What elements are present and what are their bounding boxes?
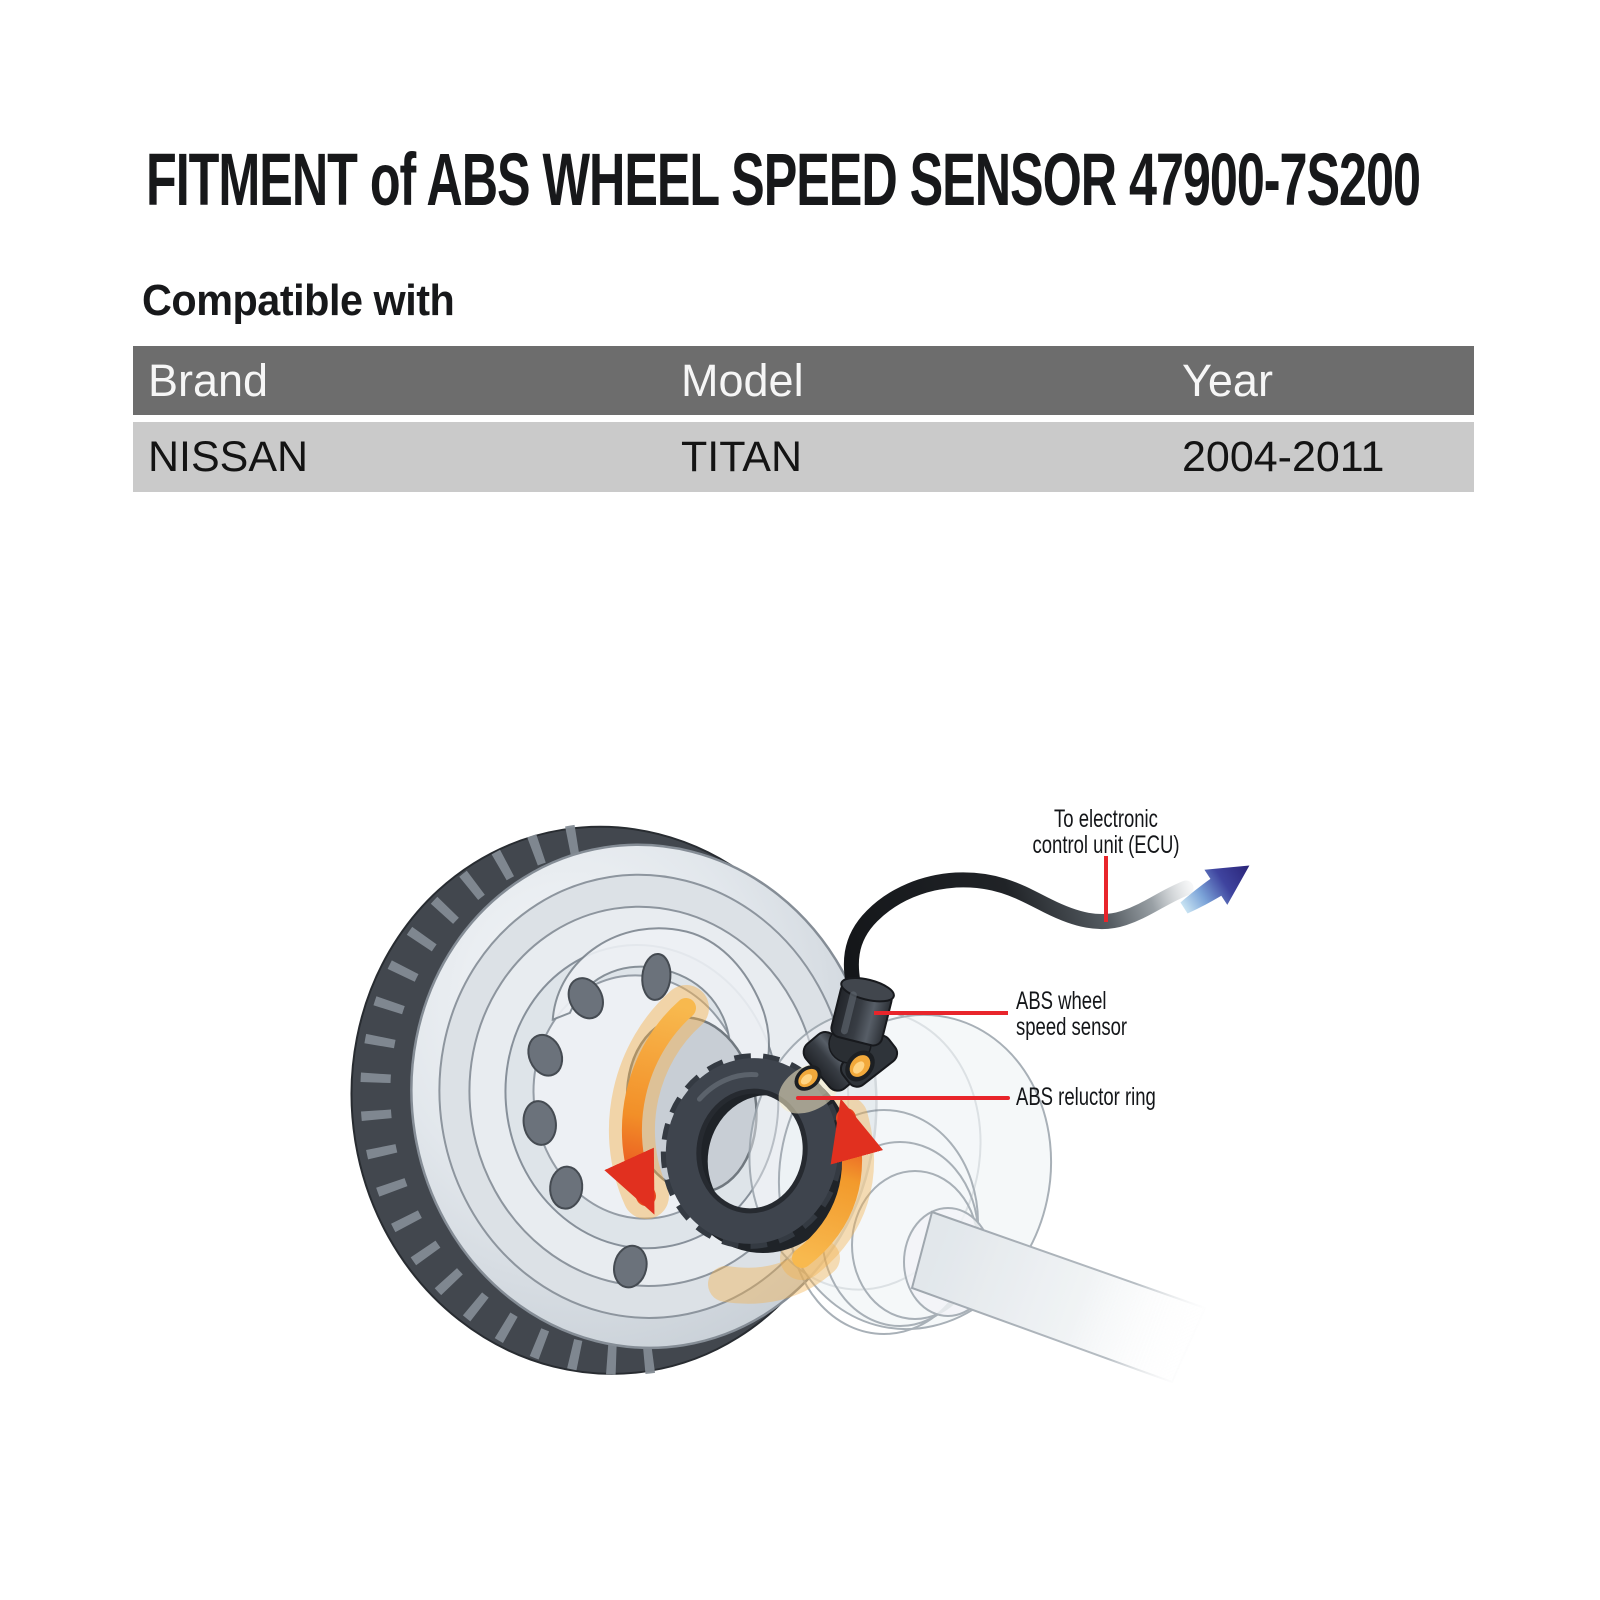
cell-year: 2004-2011 xyxy=(1182,433,1385,481)
table-row: NISSAN TITAN 2004-2011 xyxy=(133,422,1474,492)
cell-model: TITAN xyxy=(681,433,803,481)
bolt-hole xyxy=(549,1165,584,1210)
rotation-glow-bottom xyxy=(708,1240,840,1304)
reluctor-callout: ABS reluctor ring xyxy=(1016,1083,1156,1111)
ecu-direction-arrow-icon xyxy=(1180,865,1250,914)
sensor-boss xyxy=(845,1050,875,1082)
axle-shaft xyxy=(910,1210,1207,1384)
abs-wheel-speed-sensor xyxy=(778,976,899,1114)
rotor-cooling-vanes xyxy=(360,824,662,1375)
rotation-arrow-right-icon xyxy=(792,1098,884,1268)
rotation-arrow-left-icon xyxy=(604,998,696,1215)
sensor-cable xyxy=(843,872,1194,1010)
brake-rotor xyxy=(350,824,878,1375)
reluctor-inner-edge xyxy=(696,1088,808,1214)
sensor-tip xyxy=(794,1065,822,1091)
bolt-hole xyxy=(567,977,604,1020)
bolt-hole xyxy=(522,1100,557,1146)
fitment-table: Brand Model Year NISSAN TITAN 2004-2011 xyxy=(133,346,1474,492)
bolt-hole xyxy=(641,952,672,1001)
page-title: FITMENT of ABS WHEEL SPEED SENSOR 47900-… xyxy=(146,138,1421,221)
sensor-callout-line1: ABS wheel xyxy=(1016,987,1107,1015)
wheel-bolt-holes xyxy=(522,952,672,1289)
fitment-table-header-row: Brand Model Year xyxy=(133,346,1474,415)
cell-brand: NISSAN xyxy=(148,433,309,481)
bolt-hole xyxy=(613,1244,648,1289)
reluctor-highlight xyxy=(696,1072,759,1102)
reluctor-body xyxy=(665,1058,839,1244)
sensor-highlight xyxy=(840,991,857,1035)
ecu-callout-line2: control unit (ECU) xyxy=(1032,831,1180,859)
bolt-hole xyxy=(527,1033,564,1077)
column-header-model: Model xyxy=(681,355,804,406)
ecu-callout: To electronic control unit (ECU) xyxy=(995,806,1217,858)
ecu-callout-line1: To electronic xyxy=(1054,805,1158,833)
abs-reluctor-ring xyxy=(660,1053,853,1253)
sensor-callout-line2: speed sensor xyxy=(1016,1013,1128,1041)
column-header-year: Year xyxy=(1182,355,1273,406)
compatible-with-heading: Compatible with xyxy=(142,276,455,325)
sensor-callout: ABS wheel speed sensor xyxy=(1016,988,1127,1040)
column-header-brand: Brand xyxy=(148,355,269,406)
